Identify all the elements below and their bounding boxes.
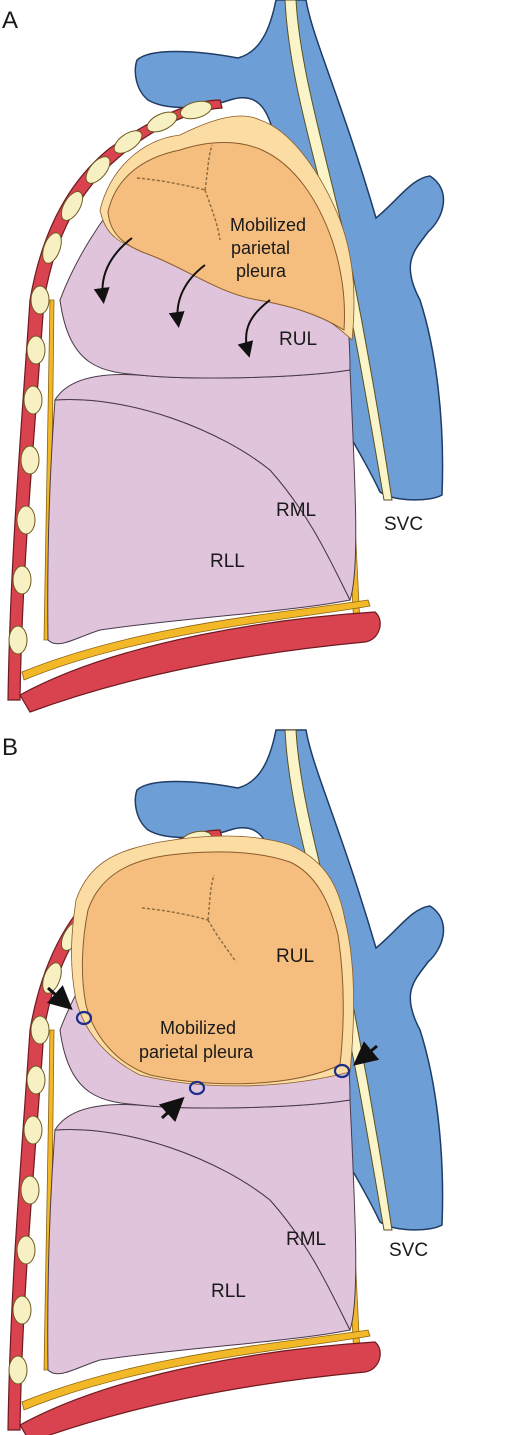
pleura-cap-a bbox=[107, 142, 345, 331]
sutures-b bbox=[75, 1010, 351, 1096]
label-rll-b: RLL bbox=[211, 1281, 246, 1302]
panel-b-letter: B bbox=[2, 734, 18, 761]
panel-a-letter: A bbox=[2, 7, 18, 34]
suture-icon bbox=[188, 1080, 206, 1096]
pleura-cap-b bbox=[81, 851, 344, 1085]
arrows-b bbox=[46, 985, 380, 1123]
label-pleura-line1: Mobilized bbox=[230, 215, 306, 235]
pleura-fissure-lines-a bbox=[136, 144, 221, 241]
label-rul-b: RUL bbox=[276, 946, 314, 967]
label-pleura-b-line2: parietal pleura bbox=[139, 1042, 254, 1062]
label-pleura-b-line1: Mobilized bbox=[160, 1018, 236, 1038]
pleura-fissure-lines-b bbox=[141, 874, 237, 963]
panel-b: B RUL Mobilized parietal pleura RML RLL … bbox=[2, 729, 445, 1435]
arrow-icon bbox=[158, 1096, 185, 1123]
label-svc-a: SVC bbox=[384, 514, 423, 535]
arrow-icon bbox=[46, 985, 73, 1010]
curved-arrow-icon bbox=[93, 237, 133, 304]
label-rml: RML bbox=[276, 500, 316, 521]
fold-arrows-a bbox=[93, 237, 271, 358]
label-pleura-line2: parietal bbox=[231, 238, 290, 258]
curved-arrow-icon bbox=[237, 299, 271, 358]
suture-icon bbox=[75, 1010, 93, 1026]
label-rul: RUL bbox=[279, 329, 317, 350]
label-pleura-line3: pleura bbox=[236, 261, 287, 281]
label-rml-b: RML bbox=[286, 1229, 326, 1250]
suture-icon bbox=[333, 1063, 351, 1079]
label-rll: RLL bbox=[210, 551, 245, 572]
panel-a: A Mobilized parietal pleura RUL RML RLL … bbox=[2, 0, 445, 713]
label-svc-b: SVC bbox=[389, 1240, 428, 1261]
arrow-icon bbox=[353, 1041, 380, 1066]
curved-arrow-icon bbox=[168, 264, 206, 328]
